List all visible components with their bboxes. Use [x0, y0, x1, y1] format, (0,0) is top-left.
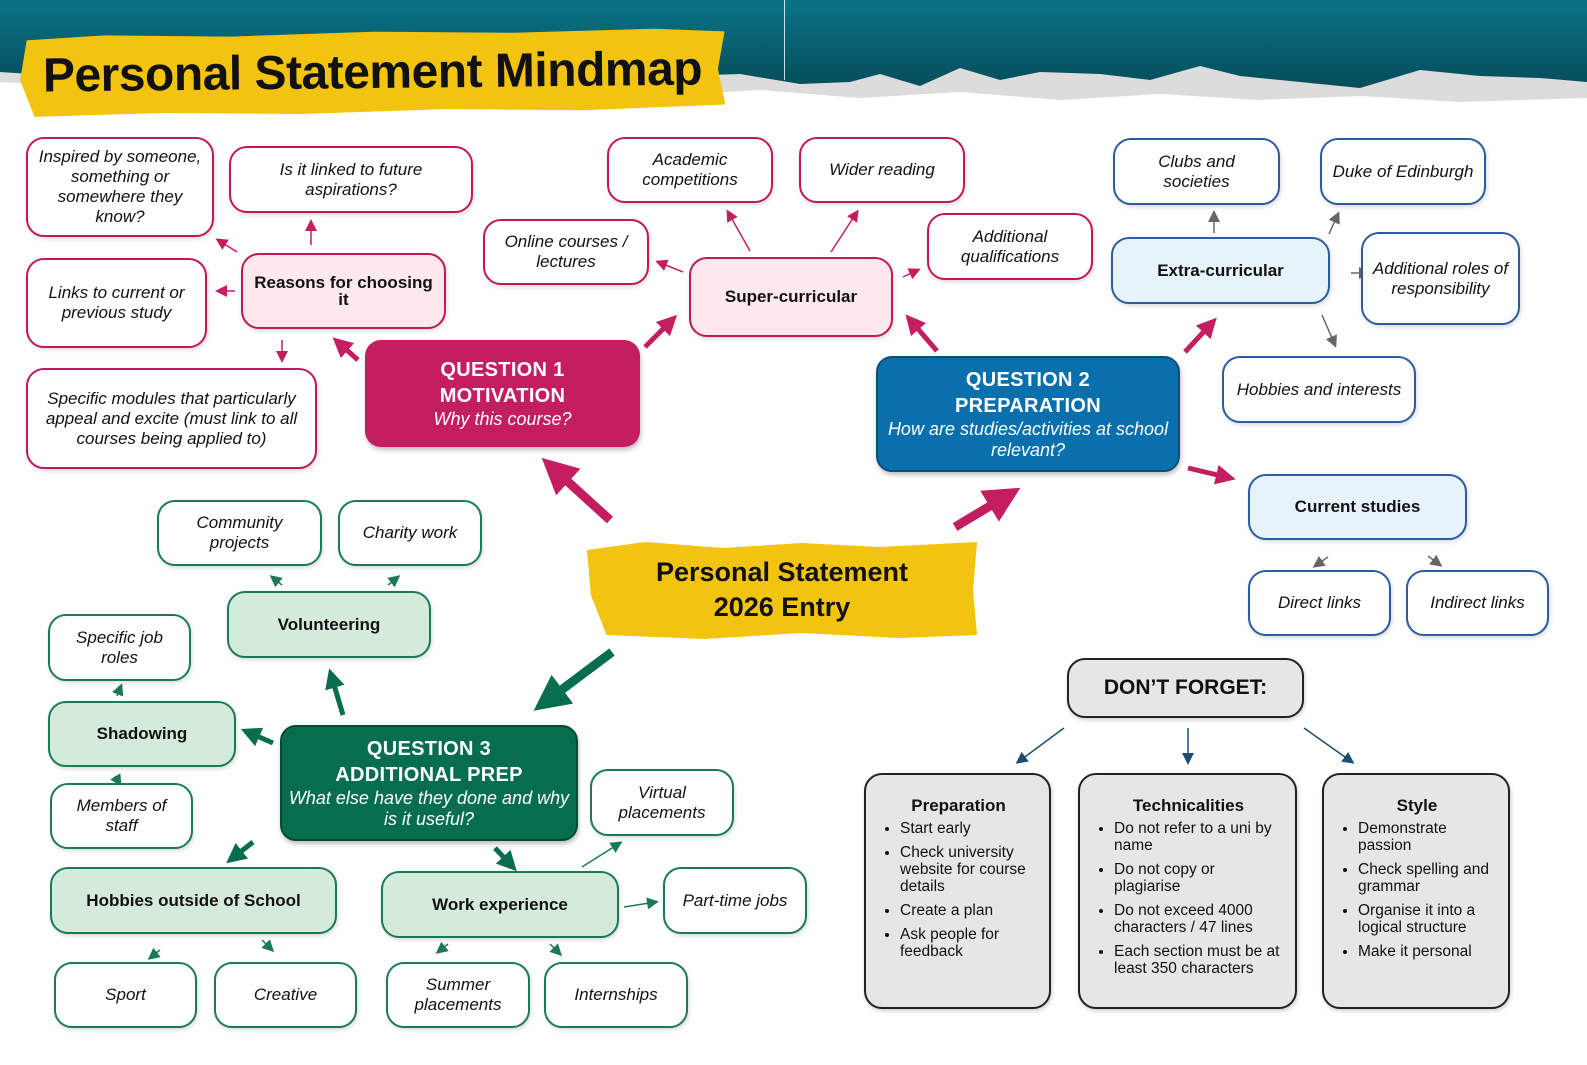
dont-forget-heading: DON’T FORGET:: [1067, 658, 1304, 718]
arrow-q1-to-super: [643, 314, 678, 349]
arrow-center-to-q1: [541, 457, 614, 524]
list-item: Do not refer to a uni by name: [1114, 820, 1283, 854]
node-work-experience: Work experience: [381, 871, 619, 938]
card-preparation-title: Preparation: [911, 796, 1006, 815]
card-technicalities: Technicalities Do not refer to a uni by …: [1078, 773, 1297, 1009]
node-extra-curricular: Extra-curricular: [1111, 237, 1330, 304]
list-item: Check spelling and grammar: [1358, 861, 1496, 895]
list-item: Do not copy or plagiarise: [1114, 861, 1283, 895]
arrow-q2-to-super: [905, 314, 939, 353]
arrow-center-to-q2: [952, 487, 1021, 531]
card-technicalities-title: Technicalities: [1132, 796, 1245, 815]
card-style-title: Style: [1396, 796, 1438, 815]
node-reasons-for-choosing: Reasons for choosing it: [241, 253, 446, 329]
card-style: Style Demonstrate passion Check spelling…: [1322, 773, 1510, 1009]
node-wider-reading: Wider reading: [799, 137, 965, 203]
node-shadowing: Shadowing: [48, 701, 236, 767]
arrow-q1-to-reasons: [332, 337, 360, 362]
node-academic-competitions: Academic competitions: [607, 137, 773, 203]
node-part-time-jobs: Part-time jobs: [663, 867, 807, 934]
node-creative: Creative: [214, 962, 357, 1028]
arrow-q2-to-extra: [1183, 317, 1217, 354]
arrow-q3-to-volunteering: [325, 668, 346, 716]
arrow-q3-to-shadowing: [240, 727, 274, 747]
center-topic-line2: 2026 Entry: [713, 592, 851, 622]
list-item: Create a plan: [900, 902, 1037, 919]
arrow-q3-to-hobbies: [226, 840, 255, 864]
node-indirect-links: Indirect links: [1406, 570, 1549, 636]
node-super-curricular: Super-curricular: [689, 257, 893, 337]
node-online-courses: Online courses / lectures: [483, 219, 649, 285]
card-preparation: Preparation Start early Check university…: [864, 773, 1051, 1009]
center-topic: Personal Statement 2026 Entry: [587, 542, 977, 639]
question-2-number: QUESTION 2: [965, 369, 1091, 391]
node-community-projects: Community projects: [157, 500, 322, 566]
list-item: Check university website for course deta…: [900, 844, 1037, 895]
page-title: Personal Statement Mindmap: [20, 26, 726, 118]
question-1-title: MOTIVATION: [439, 385, 566, 407]
list-item: Start early: [900, 820, 1037, 837]
question-3-number: QUESTION 3: [366, 738, 492, 760]
node-duke-of-edinburgh: Duke of Edinburgh: [1320, 138, 1486, 205]
question-1-subtitle: Why this course?: [433, 409, 572, 429]
node-charity-work: Charity work: [338, 500, 482, 566]
node-virtual-placements: Virtual placements: [590, 769, 734, 836]
question-1-number: QUESTION 1: [440, 359, 565, 381]
node-links-to-current-study: Links to current or previous study: [26, 258, 207, 348]
question-3-box: QUESTION 3 ADDITIONAL PREP What else hav…: [280, 725, 578, 841]
question-1-box: QUESTION 1 MOTIVATION Why this course?: [365, 340, 640, 447]
node-additional-roles-of-responsibility: Additional roles of responsibility: [1361, 232, 1520, 325]
node-clubs-and-societies: Clubs and societies: [1113, 138, 1280, 205]
center-topic-line1: Personal Statement: [655, 557, 909, 587]
node-specific-modules: Specific modules that particularly appea…: [26, 368, 317, 469]
node-current-studies: Current studies: [1248, 474, 1467, 540]
list-item: Ask people for feedback: [900, 926, 1037, 960]
list-item: Do not exceed 4000 characters / 47 lines: [1114, 902, 1283, 936]
node-specific-job-roles: Specific job roles: [48, 614, 191, 681]
node-hobbies-and-interests: Hobbies and interests: [1222, 356, 1416, 423]
question-2-title: PREPARATION: [955, 395, 1101, 417]
node-additional-qualifications: Additional qualifications: [927, 213, 1093, 280]
question-2-box: QUESTION 2 PREPARATION How are studies/a…: [876, 356, 1180, 472]
header-divider: [784, 0, 785, 80]
question-3-subtitle: What else have they done and why is it u…: [288, 788, 570, 829]
question-3-title: ADDITIONAL PREP: [335, 764, 523, 786]
node-volunteering: Volunteering: [227, 591, 431, 658]
list-item: Make it personal: [1358, 943, 1496, 960]
list-item: Demonstrate passion: [1358, 820, 1496, 854]
node-members-of-staff: Members of staff: [50, 783, 193, 849]
node-internships: Internships: [544, 962, 688, 1028]
list-item: Each section must be at least 350 charac…: [1114, 943, 1283, 977]
node-inspired-by-someone: Inspired by someone, something or somewh…: [26, 137, 214, 237]
node-hobbies-outside-school: Hobbies outside of School: [50, 867, 337, 934]
question-2-subtitle: How are studies/activities at school rel…: [887, 419, 1169, 460]
arrow-center-to-q3: [533, 648, 615, 711]
node-summer-placements: Summer placements: [386, 962, 530, 1028]
list-item: Organise it into a logical structure: [1358, 902, 1496, 936]
node-direct-links: Direct links: [1248, 570, 1391, 636]
arrow-q2-to-current: [1187, 464, 1236, 485]
node-sport: Sport: [54, 962, 197, 1028]
arrow-q3-to-work: [493, 846, 517, 872]
node-linked-to-future-aspirations: Is it linked to future aspirations?: [229, 146, 473, 213]
